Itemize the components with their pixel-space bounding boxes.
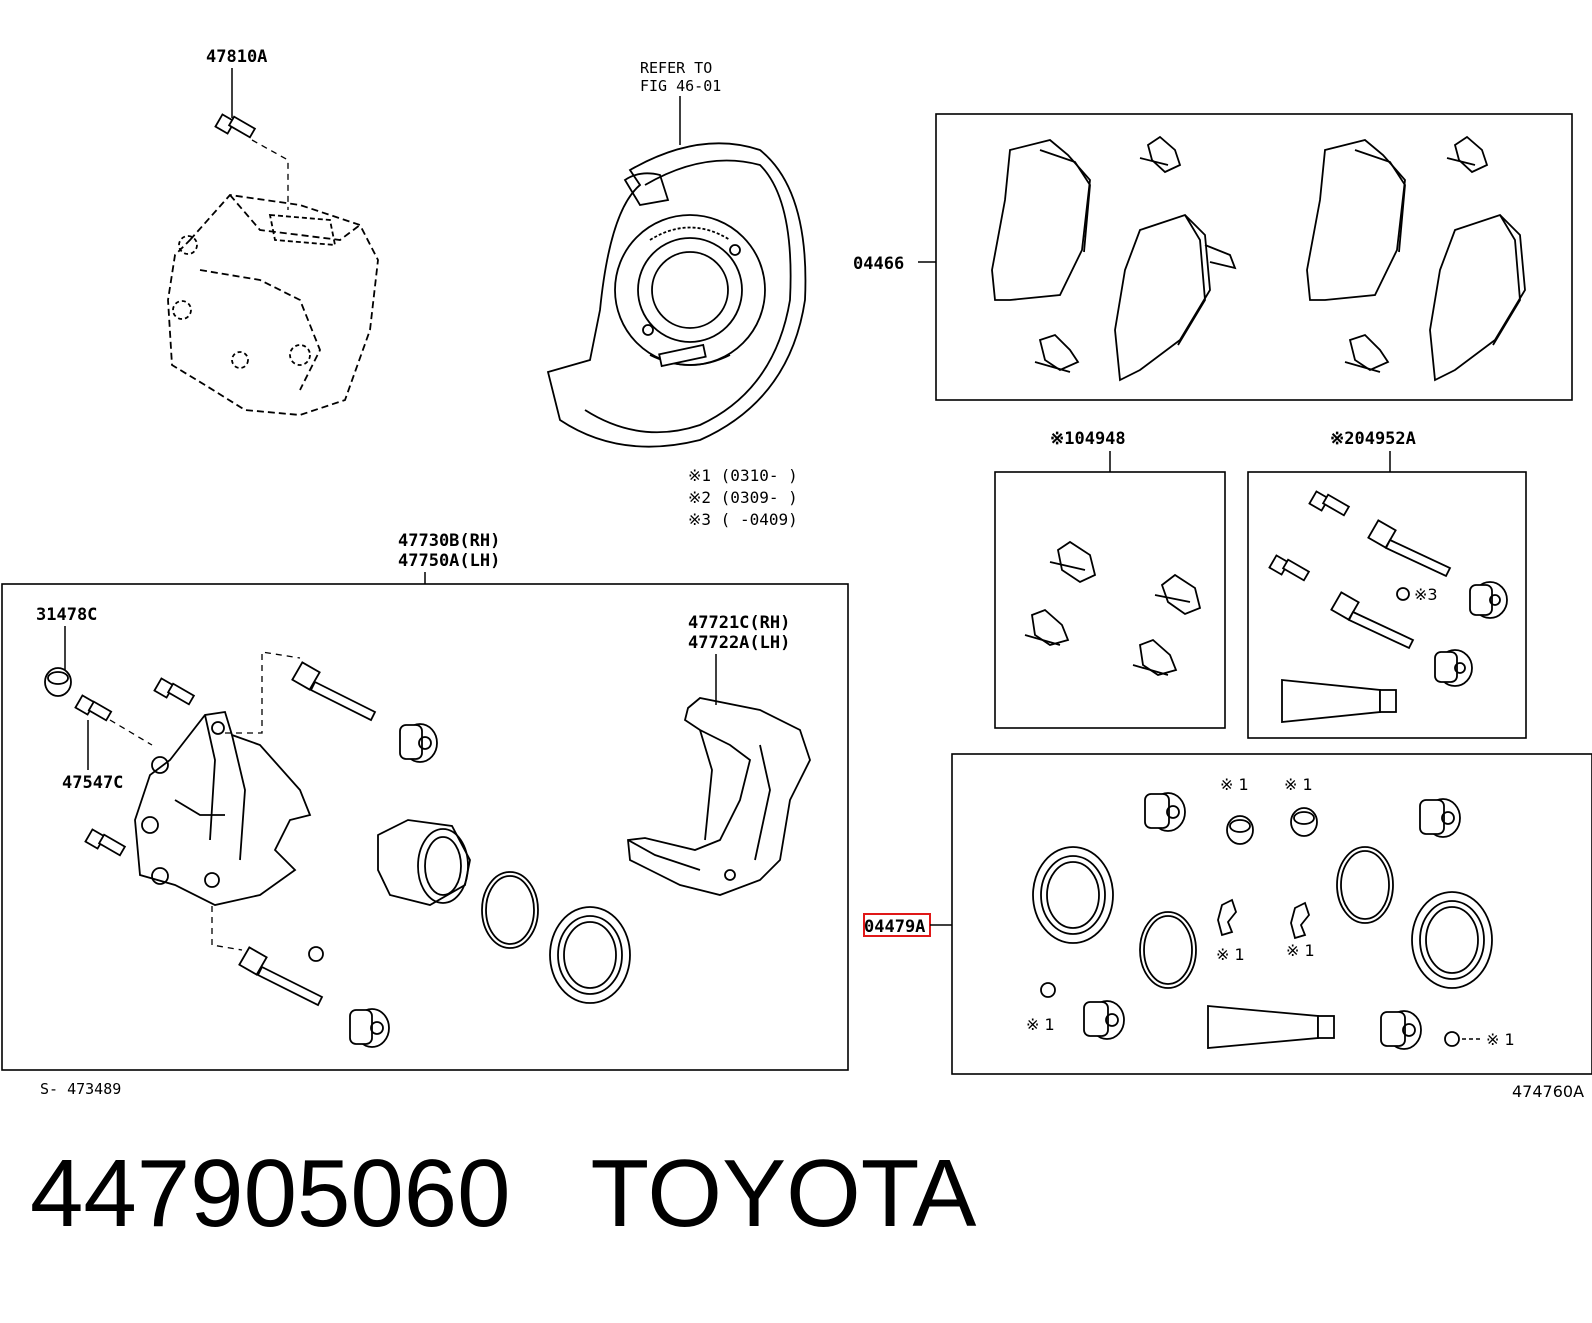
caliper-body-icon — [134, 710, 312, 906]
guide-pin-icon — [1330, 591, 1415, 650]
clip-icon — [1217, 898, 1238, 937]
label-bleeder[interactable]: 47547C — [62, 773, 123, 793]
label-kit-104948[interactable]: ※104948 — [1050, 429, 1126, 449]
pad-kit-box — [935, 113, 1573, 401]
bolt-icon — [214, 113, 257, 139]
label-ref-left: S- 473489 — [40, 1080, 121, 1098]
caliper-disassembly: 47730B(RH) 47750A(LH) 31478C 47547C — [1, 531, 849, 1098]
backing-plate: REFER TO FIG 46-01 — [546, 59, 807, 448]
label-x3-small: ※3 — [1414, 585, 1438, 604]
label-kit-204952a[interactable]: ※204952A — [1330, 429, 1416, 449]
boot-icon — [1469, 581, 1508, 619]
guide-pin-icon — [1367, 519, 1452, 578]
backing-plate-icon — [546, 142, 807, 448]
brake-pad-icon — [1306, 139, 1406, 301]
guide-pin-icon — [291, 661, 377, 722]
note-2: ※2 (0309- ) — [688, 488, 798, 507]
footer-brand: TOYOTA — [590, 1140, 977, 1247]
dust-boot-icon — [549, 906, 631, 1004]
guide-pin-icon — [238, 946, 324, 1007]
piston-icon — [377, 819, 471, 906]
caliper-bracket-icon — [627, 697, 811, 896]
pad-clip-icon — [1049, 540, 1097, 584]
kit-204952a-box — [1247, 471, 1527, 739]
label-ref-right: 474760A — [1512, 1082, 1584, 1101]
piston-seal-icon — [1139, 911, 1197, 989]
label-x1-clip-a: ※ 1 — [1216, 945, 1245, 964]
label-refer-2[interactable]: FIG 46-01 — [640, 77, 721, 95]
grease-tube-icon — [1281, 679, 1397, 723]
pad-clip-icon — [1154, 573, 1202, 616]
seal-kit-box — [951, 753, 1592, 1075]
brake-pad-icon — [1114, 213, 1237, 382]
bolt-icon — [153, 677, 196, 706]
boot-icon — [1083, 1000, 1125, 1040]
label-cap[interactable]: 31478C — [36, 605, 97, 625]
footer-part-number: 447905060 — [30, 1140, 511, 1247]
note-1: ※1 (0310- ) — [688, 466, 798, 485]
caliper-box — [1, 583, 849, 1071]
pad-clip-icon — [1024, 608, 1070, 646]
boot-icon — [1380, 1010, 1422, 1050]
pad-clip-icon — [1344, 333, 1390, 373]
boot-icon — [1144, 792, 1186, 832]
clip-icon — [1290, 901, 1311, 940]
boot-icon — [1419, 798, 1461, 838]
label-pad-kit[interactable]: 04466 — [853, 254, 904, 274]
cap-icon — [1226, 815, 1254, 845]
label-caliper-rh[interactable]: 47730B(RH) — [398, 531, 500, 551]
label-x1-ring-b: ※ 1 — [1486, 1030, 1515, 1049]
ring-icon — [1040, 982, 1056, 998]
pad-clip-icon — [1034, 333, 1080, 373]
boot-icon — [1434, 649, 1473, 687]
brake-pad-icon — [991, 139, 1091, 301]
ring-icon — [1396, 587, 1410, 601]
kit-104948: ※104948 — [994, 429, 1226, 729]
grease-tube-icon — [1207, 1005, 1335, 1049]
label-x1-ring-a: ※ 1 — [1026, 1015, 1055, 1034]
ring-icon — [308, 946, 324, 962]
label-seal-kit[interactable]: 04479A — [864, 917, 925, 937]
boot-icon — [349, 1008, 390, 1048]
brake-pad-icon — [1429, 213, 1526, 382]
bleeder-screw-icon — [74, 694, 113, 722]
bolt-icon — [84, 828, 127, 857]
pad-kit: 04466 — [853, 113, 1573, 401]
label-x1-cap-a: ※ 1 — [1220, 775, 1249, 794]
boot-icon — [399, 723, 438, 763]
pad-clip-icon — [1446, 135, 1489, 174]
piston-seal-icon — [481, 871, 539, 949]
kit-104948-box — [994, 471, 1226, 729]
cap-icon — [44, 667, 72, 697]
label-top-bolt[interactable]: 47810A — [206, 47, 267, 67]
ring-icon — [1444, 1031, 1460, 1047]
caliper-body-icon — [167, 194, 379, 416]
bolt-icon — [1308, 490, 1351, 517]
pad-clip-icon — [1132, 638, 1178, 676]
dust-boot-icon — [1032, 846, 1114, 944]
label-x1-cap-b: ※ 1 — [1284, 775, 1313, 794]
note-3: ※3 ( -0409) — [688, 510, 798, 529]
label-caliper-lh[interactable]: 47750A(LH) — [398, 551, 500, 571]
dust-boot-icon — [1411, 891, 1493, 989]
notes-block: ※1 (0310- ) ※2 (0309- ) ※3 ( -0409) — [688, 466, 798, 529]
label-x1-clip-b: ※ 1 — [1286, 941, 1315, 960]
label-mount-lh[interactable]: 47722A(LH) — [688, 633, 790, 653]
seal-kit: 04479A — [863, 753, 1592, 1101]
kit-204952a: ※204952A ※3 — [1247, 429, 1527, 739]
piston-seal-icon — [1336, 846, 1394, 924]
pad-clip-icon — [1139, 135, 1182, 174]
label-refer-1: REFER TO — [640, 59, 712, 77]
caliper-assembly-top: 47810A — [167, 47, 379, 416]
bolt-icon — [1268, 554, 1311, 582]
cap-icon — [1290, 807, 1318, 837]
label-mount-rh[interactable]: 47721C(RH) — [688, 613, 790, 633]
